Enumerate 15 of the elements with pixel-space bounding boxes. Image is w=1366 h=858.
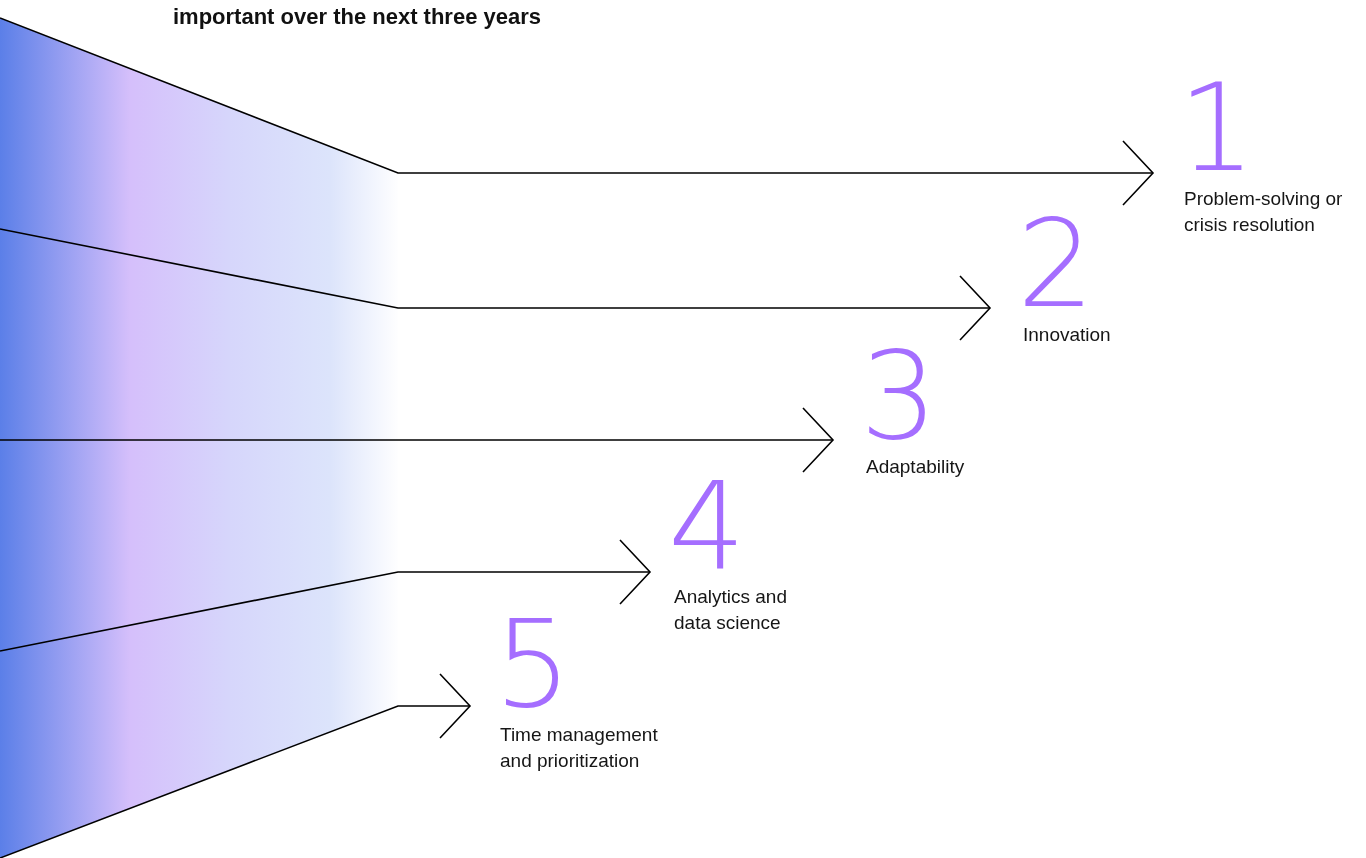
skill-label: Time management and prioritization — [500, 723, 659, 773]
rank-number: 4 — [668, 474, 746, 578]
arrow — [0, 539, 651, 652]
skill-label: Problem-solving or crisis resolution — [1184, 187, 1344, 237]
skill-label: Analytics and data science — [674, 585, 788, 635]
arrow — [0, 673, 471, 858]
skill-label: Innovation — [1023, 323, 1112, 347]
arrow — [0, 407, 834, 473]
rank-number: 1 — [1178, 76, 1256, 180]
rank-number: 3 — [860, 344, 938, 448]
rank-number: 2 — [1017, 212, 1095, 316]
arrow — [0, 228, 991, 341]
skill-label: Adaptability — [866, 455, 966, 479]
heading: important over the next three years — [173, 4, 541, 30]
arrow — [0, 17, 1154, 206]
